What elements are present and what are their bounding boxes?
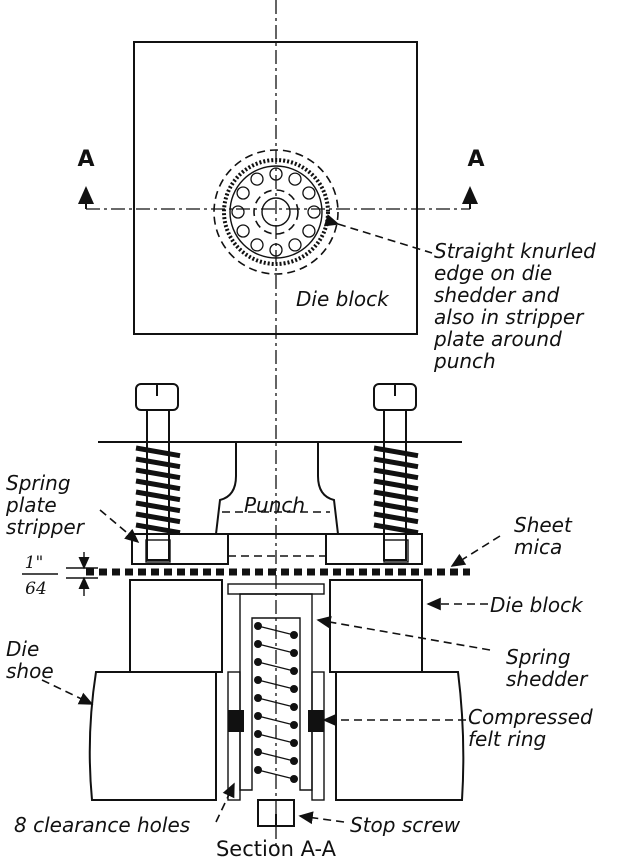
gear-teeth [231,167,321,257]
stripper-outer-circle [213,149,339,275]
knurl-note-line: shedder and [434,283,560,307]
spring-plate-stripper-label: stripper [6,515,86,539]
knurl-note-line: punch [433,349,496,373]
die-shoe-right [335,671,465,801]
spring-plate-stripper-label: Spring [6,471,71,495]
die-block-right [329,579,423,673]
die-shoe-label: Die [6,637,39,661]
plan-view: A A Straight knurled edge on die shedder… [77,0,596,845]
knurl-note-line: Straight knurled [434,239,596,263]
felt-ring-right [308,710,324,732]
knurled-edge-circle [222,158,330,266]
section-title: Section A-A [216,837,337,860]
left-stripper-screw [135,383,181,561]
sheet-mica-label: mica [514,535,562,559]
section-view: Punch [5,383,593,860]
die-block-plan-outline [133,41,418,335]
stop-screw-label: Stop screw [350,813,461,837]
shedder-circle [229,165,323,259]
knurl-note-line: edge on die [434,261,552,285]
right-stripper-screw [373,383,419,561]
punch-label: Punch [244,493,305,517]
spring-shedder-coil [254,622,298,783]
clearance-holes-label: 8 clearance holes [14,813,190,837]
knurl-leader [323,214,433,254]
felt-ring-label: felt ring [468,727,546,751]
gap-denominator: 64 [25,579,47,599]
spring-shedder-label: Spring [506,645,571,669]
felt-ring-left [228,710,244,732]
center-hub-circle [261,197,291,227]
knurl-note: Straight knurled edge on die shedder and… [433,239,596,373]
die-block-left [129,579,223,673]
knurl-note-line: plate around [433,327,562,351]
spring-shedder-label: shedder [506,667,589,691]
gap-numerator: 1" [25,553,44,573]
spring-plate-stripper-label: plate [5,493,57,517]
felt-ring-label: Compressed [468,705,593,729]
section-mark-left: A [77,147,94,172]
die-block-plan-label: Die block [296,287,390,311]
section-mark-right: A [467,147,484,172]
die-block-section-label: Die block [490,593,584,617]
shedder-sleeve [239,593,313,791]
knurl-note-line: also in stripper [434,305,585,329]
punch-body [214,442,340,535]
die-shoe-label: shoe [6,659,54,683]
inner-hidden-circle [253,189,299,235]
sheet-mica-label: Sheet [514,513,573,537]
stripper-plate-right [325,533,423,565]
die-shoe-left [88,671,217,801]
stripper-plate-left [131,533,229,565]
